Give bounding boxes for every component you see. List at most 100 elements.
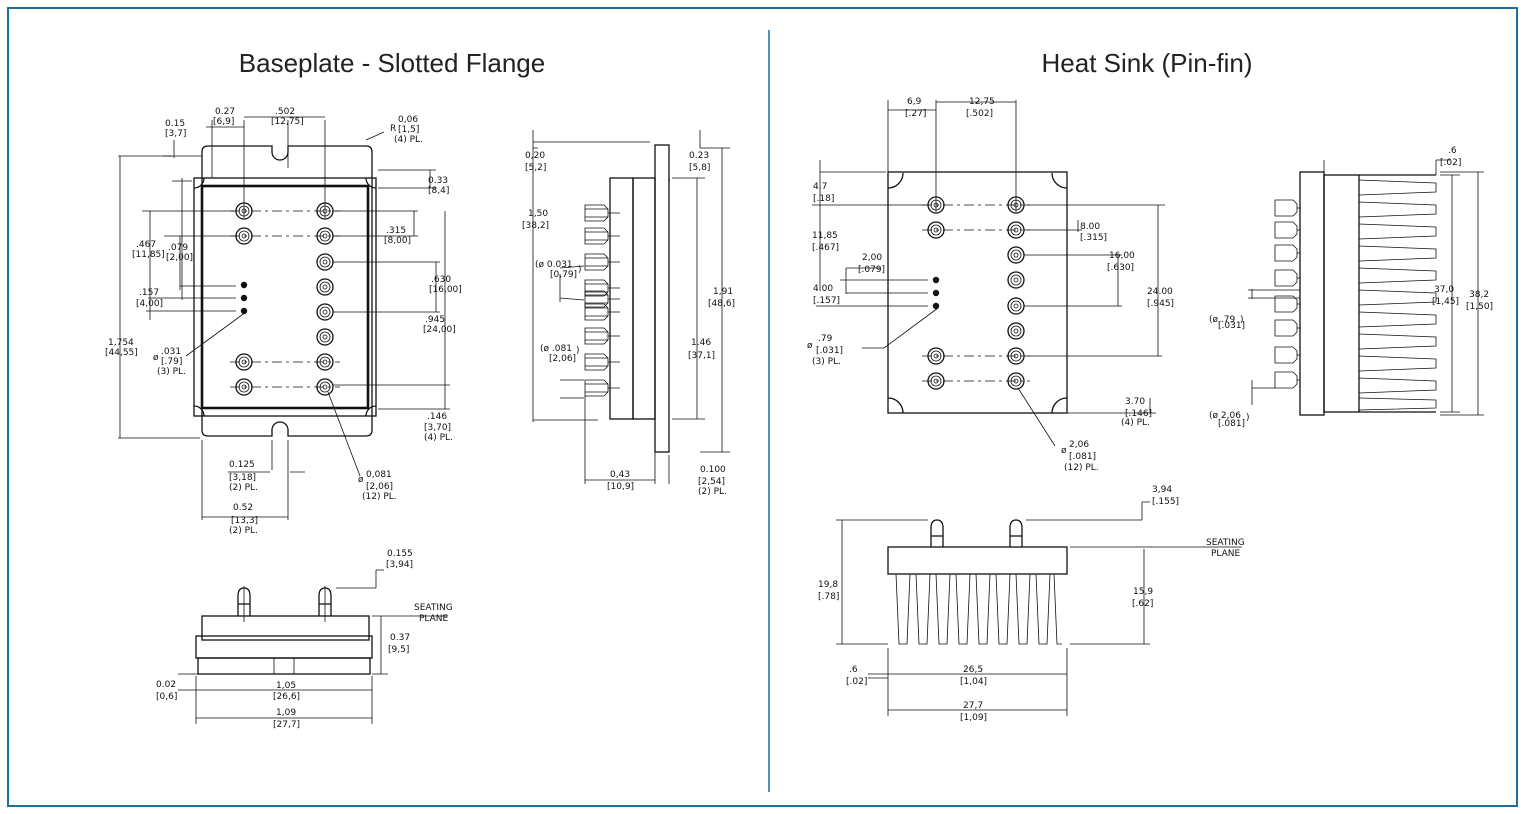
side-dim-023: 0.23 (689, 151, 709, 161)
dim-radius-count: (4) PL. (394, 135, 423, 145)
hs-dim-206-phi: ø (1061, 446, 1067, 456)
dim-467: .467 (136, 240, 156, 250)
side-dim-146-mm: [37,1] (688, 351, 715, 361)
side-dim-pin1: (ø 0.031 (535, 260, 573, 270)
dim-027-mm: [6,9] (213, 117, 234, 127)
hs-side-dim-6-mm: [.02] (1440, 158, 1461, 168)
hs-dim-1275-mm: [.502] (966, 109, 993, 119)
hs-front-dim-198-mm: [.78] (818, 592, 839, 602)
side-dim-pin1-mm: [0,79] (550, 270, 577, 280)
hs-dim-206: 2,06 (1069, 440, 1089, 450)
front-dim-002-mm: [0,6] (156, 692, 177, 702)
hs-dim-47: 4.7 (813, 182, 827, 192)
dim-945: .945 (425, 315, 445, 325)
baseplate-front-view: 0.155 [3,94] SEATING PLANE 0.37 [9,5] 0.… (156, 549, 453, 730)
hs-front-dim-277-mm: [1,09] (960, 713, 987, 723)
hs-front-dim-198: 19,8 (818, 580, 838, 590)
hs-dim-1185-mm: [.467] (812, 243, 839, 253)
side-dim-023-mm: [5,8] (689, 163, 710, 173)
side-dim-150: 1,50 (528, 209, 548, 219)
front-dim-105: 1,05 (276, 681, 296, 691)
hs-dim-800: 8.00 (1080, 222, 1100, 232)
dim-1754-mm: [44,55] (105, 348, 138, 358)
dim-146-count: (4) PL. (424, 433, 453, 443)
hs-dim-2400-mm: [.945] (1147, 299, 1174, 309)
dim-945-mm: [24,00] (423, 325, 456, 335)
side-dim-pin2: (ø .081 (540, 344, 572, 354)
front-dim-0155: 0.155 (387, 549, 413, 559)
hs-front-dim-6: .6 (849, 665, 858, 675)
dim-0081: 0,081 (366, 470, 392, 480)
dim-630-mm: [16,00] (429, 285, 462, 295)
hs-dim-79-phi: ø (807, 341, 813, 351)
dim-015: 0.15 (165, 119, 185, 129)
dim-315: .315 (386, 226, 406, 236)
dim-0081-count: (12) PL. (362, 492, 397, 502)
hs-dim-69-mm: [.27] (905, 109, 926, 119)
dim-031-phi: ø (153, 353, 159, 363)
side-dim-pin2-close: ) (576, 346, 580, 356)
dim-031-mm: [.79] (161, 357, 182, 367)
dim-0081-mm: [2,06] (366, 482, 393, 492)
hs-dim-1275: 12,75 (969, 97, 995, 107)
hs-side-dim-382-mm: [1,50] (1466, 302, 1493, 312)
hs-side-dim-370: 37,0 (1434, 285, 1454, 295)
hs-dim-79-count: (3) PL. (812, 357, 841, 367)
hs-dim-200-mm: [.079] (858, 265, 885, 275)
dim-146-mm: [3,70] (424, 423, 451, 433)
heatsink-top-view: 6,9 [.27] 12,75 [.502] 4.7 [.18] 11,85 [… (807, 97, 1174, 473)
heatsink-front-view: 3,94 [.155] SEATING PLANE 19,8 [.78] 15,… (818, 485, 1245, 723)
dim-radius-symbol: R (390, 124, 396, 134)
hs-front-dim-159: 15,9 (1133, 587, 1153, 597)
hs-side-dim-pin2-mm: [.081] (1218, 419, 1245, 429)
side-dim-0100-mm: [2,54] (698, 477, 725, 487)
baseplate-title: Baseplate - Slotted Flange (239, 48, 545, 78)
hs-dim-47-mm: [.18] (813, 194, 834, 204)
hs-side-dim-pin1-close: ) (1240, 315, 1244, 325)
hs-dim-200: 2,00 (862, 253, 882, 263)
dim-0125: 0.125 (229, 460, 255, 470)
dim-079: .079 (168, 243, 188, 253)
baseplate-side-view: 0,20 [5,2] 0.23 [5,8] 1,50 [38,2] (ø 0.0… (522, 130, 735, 497)
side-dim-0100-count: (2) PL. (698, 487, 727, 497)
dim-1754: 1,754 (108, 338, 134, 348)
dim-157: .157 (139, 288, 159, 298)
hs-front-seating: SEATING (1206, 538, 1245, 548)
dim-015-mm: [3,7] (165, 129, 186, 139)
hs-dim-206-count: (12) PL. (1064, 463, 1099, 473)
hs-front-dim-159-mm: [.62] (1132, 599, 1153, 609)
front-dim-037: 0.37 (390, 633, 410, 643)
side-dim-043-mm: [10,9] (607, 482, 634, 492)
hs-dim-400: 4.00 (813, 284, 833, 294)
hs-dim-370-mm: [.146] (1125, 409, 1152, 419)
front-dim-037-mm: [9,5] (388, 645, 409, 655)
front-dim-109: 1,09 (276, 708, 296, 718)
side-dim-020: 0,20 (525, 151, 545, 161)
dim-502: .502 (275, 107, 295, 117)
hs-dim-1600: 16,00 (1109, 251, 1135, 261)
hs-dim-206-mm: [.081] (1069, 452, 1096, 462)
side-dim-150-mm: [38,2] (522, 221, 549, 231)
dim-radius: 0,06 (398, 115, 418, 125)
hs-side-dim-pin2: (ø 2,06 (1209, 411, 1241, 421)
hs-side-dim-pin2-close: ) (1246, 413, 1250, 423)
front-seating: SEATING (414, 603, 453, 613)
dim-157-mm: [4,00] (136, 299, 163, 309)
hs-dim-370-count: (4) PL. (1121, 418, 1150, 428)
baseplate-top-view: 0.15 [3,7] 0.27 [6,9] .502 [12,75] R 0,0… (105, 107, 462, 536)
dim-0125-count: (2) PL. (229, 483, 258, 493)
side-dim-0100: 0.100 (700, 465, 726, 475)
side-dim-043: 0,43 (610, 470, 630, 480)
hs-front-dim-394: 3,94 (1152, 485, 1172, 495)
hs-front-plane: PLANE (1211, 549, 1241, 559)
dim-0081-phi: ø (358, 475, 364, 485)
front-plane: PLANE (419, 614, 449, 624)
hs-side-dim-370-mm: [1,45] (1432, 297, 1459, 307)
dim-radius-mm: [1,5] (398, 125, 419, 135)
dim-052-count: (2) PL. (229, 526, 258, 536)
hs-side-dim-382: 38,2 (1469, 290, 1489, 300)
dim-146: .146 (427, 412, 447, 422)
side-dim-pin1-close: ) (578, 265, 582, 275)
